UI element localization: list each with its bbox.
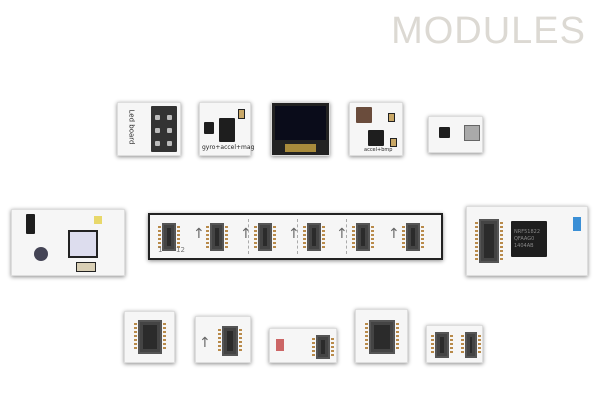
main-board-module <box>11 209 125 276</box>
page-title: MODULES <box>391 10 586 52</box>
usb-module <box>428 116 483 153</box>
imu-label: gyro+accel+mag <box>202 144 255 151</box>
imu-module: gyro+accel+mag <box>199 102 255 156</box>
dual-connector-module <box>426 325 483 363</box>
connector-module-3 <box>355 309 408 363</box>
connector-module-2: ↑ <box>195 316 251 363</box>
oled-display-module <box>271 102 330 156</box>
connector-strip: ↑ ↑ ↑ ↑ ↑ 1 12 <box>148 213 443 260</box>
barometer-module: accel+bmp <box>349 102 403 156</box>
nrf51822-module: NRF51822 QFAAG0 1404AB <box>466 206 588 276</box>
led-board-label: Led board <box>127 109 136 145</box>
battery-connector-module <box>269 328 337 363</box>
chip-label: NRF51822 QFAAG0 1404AB <box>514 229 540 249</box>
connector-module-1 <box>124 311 175 363</box>
led-board-module: Led board <box>117 102 181 156</box>
baro-label: accel+bmp <box>364 147 393 153</box>
